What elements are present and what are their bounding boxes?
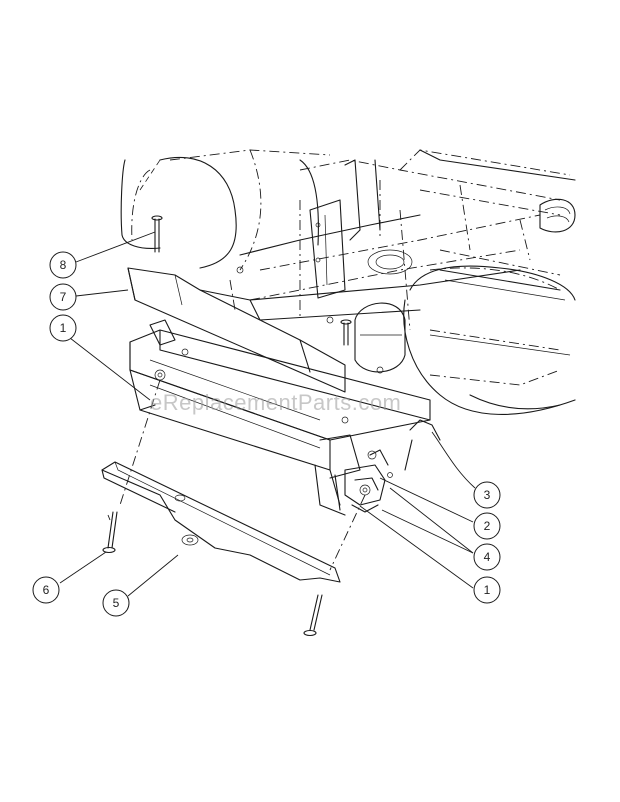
- leader-lines: [59, 231, 476, 597]
- callout-5: 5: [102, 589, 130, 617]
- bolts-part-6: [102, 511, 323, 637]
- skid-plate-part-5: [101, 461, 341, 583]
- svg-text:4: 4: [484, 550, 491, 564]
- callout-4: 4: [473, 543, 501, 571]
- callout-6: 6: [32, 576, 60, 604]
- callout-7: 7: [49, 283, 77, 311]
- callout-1-upper: 1: [49, 314, 77, 342]
- svg-text:1: 1: [484, 583, 491, 597]
- frame-hidden-lines: [131, 149, 571, 386]
- svg-text:2: 2: [484, 519, 491, 533]
- svg-text:7: 7: [60, 290, 67, 304]
- assembly-lines: [107, 379, 366, 571]
- bolt-middle: [340, 319, 352, 346]
- frame-outline: [120, 149, 576, 415]
- callout-1-lower: 1: [473, 576, 501, 604]
- callout-8: 8: [49, 251, 77, 279]
- bracket-part-7: [127, 267, 346, 393]
- svg-text:8: 8: [60, 258, 67, 272]
- svg-text:1: 1: [60, 321, 67, 335]
- callout-3: 3: [473, 481, 501, 509]
- svg-text:5: 5: [113, 596, 120, 610]
- callout-2: 2: [473, 512, 501, 540]
- bolt-part-8: [151, 215, 163, 253]
- watermark: eReplacementParts.com: [150, 390, 401, 415]
- svg-text:3: 3: [484, 488, 491, 502]
- svg-text:6: 6: [43, 583, 50, 597]
- crossbar-part-1: [129, 319, 431, 516]
